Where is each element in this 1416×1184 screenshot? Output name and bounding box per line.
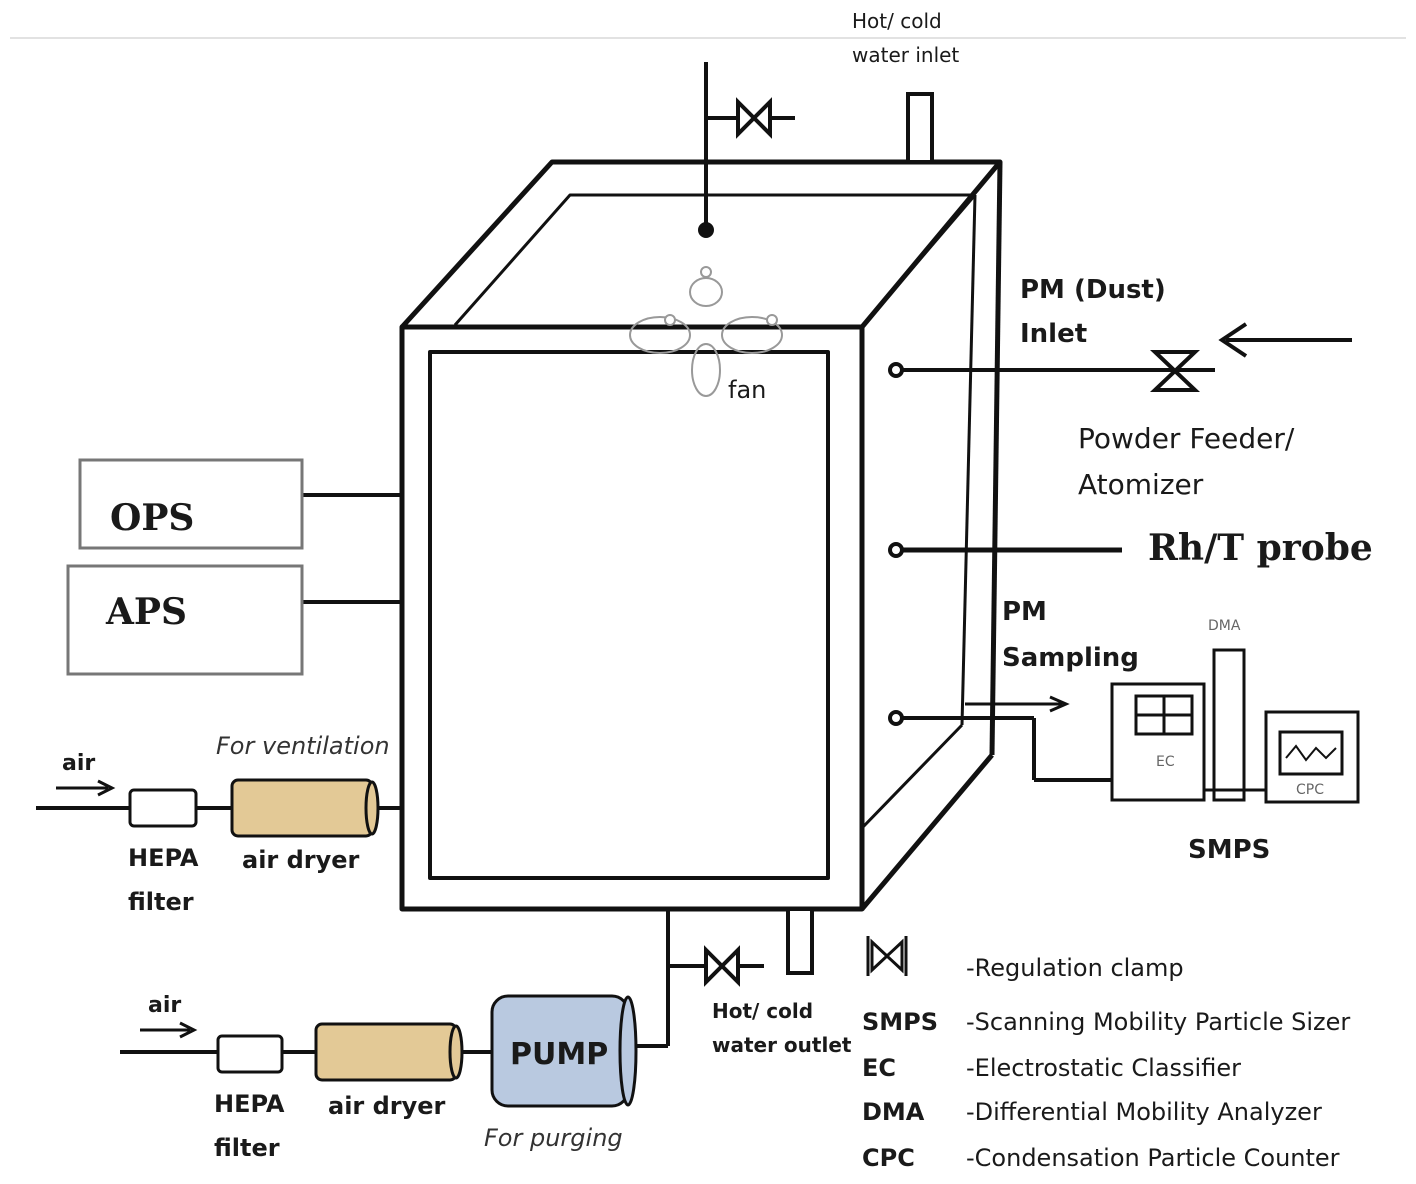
- rh-t-probe-line: [888, 542, 1122, 558]
- air-top-label: air: [62, 751, 95, 776]
- hepa-filter-top: [128, 788, 198, 828]
- pm-sampling-line: [888, 695, 1112, 782]
- legend-row-2-desc: -Scanning Mobility Particle Sizer: [966, 1008, 1350, 1036]
- legend-row-2-abbr: SMPS: [862, 1008, 938, 1036]
- water-inlet-pipe: [906, 92, 934, 164]
- dryer-top-label: air dryer: [242, 846, 360, 874]
- ops-box: [78, 458, 304, 550]
- dma-small-label: DMA: [1208, 618, 1241, 634]
- fan-icon: [629, 266, 783, 397]
- hepa-top-label: HEPA: [128, 844, 199, 872]
- chamber-top-right-join: [860, 194, 977, 328]
- pm-inlet-label-2: Inlet: [1020, 319, 1087, 349]
- top-valve-assembly: [698, 62, 795, 238]
- legend-row-5-abbr: CPC: [862, 1144, 915, 1172]
- ops-label: OPS: [110, 497, 194, 539]
- chamber-bottom-right-edge: [860, 753, 994, 911]
- chamber-side-inner-bottom: [860, 723, 964, 830]
- regulation-clamp-icon: [736, 97, 772, 139]
- hepa-bottom-label-2: filter: [214, 1134, 280, 1162]
- pump-label: PUMP: [510, 1037, 608, 1072]
- legend-row-5-desc: -Condensation Particle Counter: [966, 1144, 1340, 1172]
- air-dryer-bottom: [314, 1022, 458, 1082]
- pm-inlet-line: [888, 322, 1352, 392]
- chamber-inner-window: [428, 350, 830, 880]
- air-dryer-top: [230, 778, 374, 838]
- pm-sampling-label: PM: [1002, 597, 1047, 627]
- legend: -Regulation clamp SMPS -Scanning Mobilit…: [862, 936, 1350, 1172]
- water-outlet-label: Hot/ cold: [712, 999, 813, 1023]
- cpc-small-label: CPC: [1296, 782, 1324, 798]
- chamber-front-face: [399, 324, 865, 912]
- pm-sampling-label-2: Sampling: [1002, 643, 1139, 673]
- cpc-wave-icon: [1285, 744, 1337, 762]
- cpc-display-icon: [1278, 730, 1344, 776]
- hepa-bottom-label: HEPA: [214, 1090, 285, 1118]
- legend-row-1-desc: -Regulation clamp: [966, 954, 1184, 982]
- ops-aps-connections: [302, 493, 402, 604]
- rh-t-probe-label: Rh/T probe: [1148, 527, 1373, 569]
- dma-column: [1212, 648, 1246, 802]
- legend-clamp-icon: [866, 936, 908, 976]
- water-inlet-label-2: water inlet: [852, 43, 959, 67]
- feeder-valve-icon: [1149, 350, 1201, 392]
- water-outlet-pipe: [786, 907, 814, 975]
- pm-inlet-label: PM (Dust): [1020, 275, 1166, 305]
- powder-feeder-label-2: Atomizer: [1078, 468, 1204, 501]
- hepa-top-label-2: filter: [128, 888, 194, 916]
- aps-label: APS: [105, 591, 187, 633]
- chamber-side-inner: [960, 194, 977, 726]
- chamber: [399, 159, 1003, 912]
- ec-small-label: EC: [1156, 754, 1175, 770]
- smps-label: SMPS: [1188, 835, 1270, 865]
- water-outlet-label-2: water outlet: [712, 1033, 852, 1057]
- smps-instrument: [1110, 648, 1360, 804]
- dryer-bottom-label: air dryer: [328, 1092, 446, 1120]
- chamber-top-face: [400, 159, 1003, 329]
- powder-feeder-label: Powder Feeder/: [1078, 422, 1295, 455]
- for-purging-label: For purging: [484, 1124, 623, 1152]
- legend-row-4-desc: -Differential Mobility Analyzer: [966, 1098, 1322, 1126]
- ec-unit: [1110, 682, 1206, 802]
- fan-label: fan: [728, 376, 766, 404]
- hepa-filter-bottom: [216, 1034, 284, 1074]
- aps-box: [66, 564, 304, 676]
- chamber-top-inner: [453, 193, 975, 326]
- water-inlet-label: Hot/ cold: [852, 9, 942, 33]
- chamber-back-right-edge: [989, 161, 1003, 756]
- legend-row-3-desc: -Electrostatic Classifier: [966, 1054, 1241, 1082]
- for-ventilation-label: For ventilation: [216, 732, 390, 760]
- purging-line: [120, 909, 764, 1054]
- legend-row-4-abbr: DMA: [862, 1098, 925, 1126]
- legend-row-3-abbr: EC: [862, 1054, 896, 1082]
- air-bottom-label: air: [148, 993, 181, 1018]
- outlet-valve-icon: [704, 945, 740, 987]
